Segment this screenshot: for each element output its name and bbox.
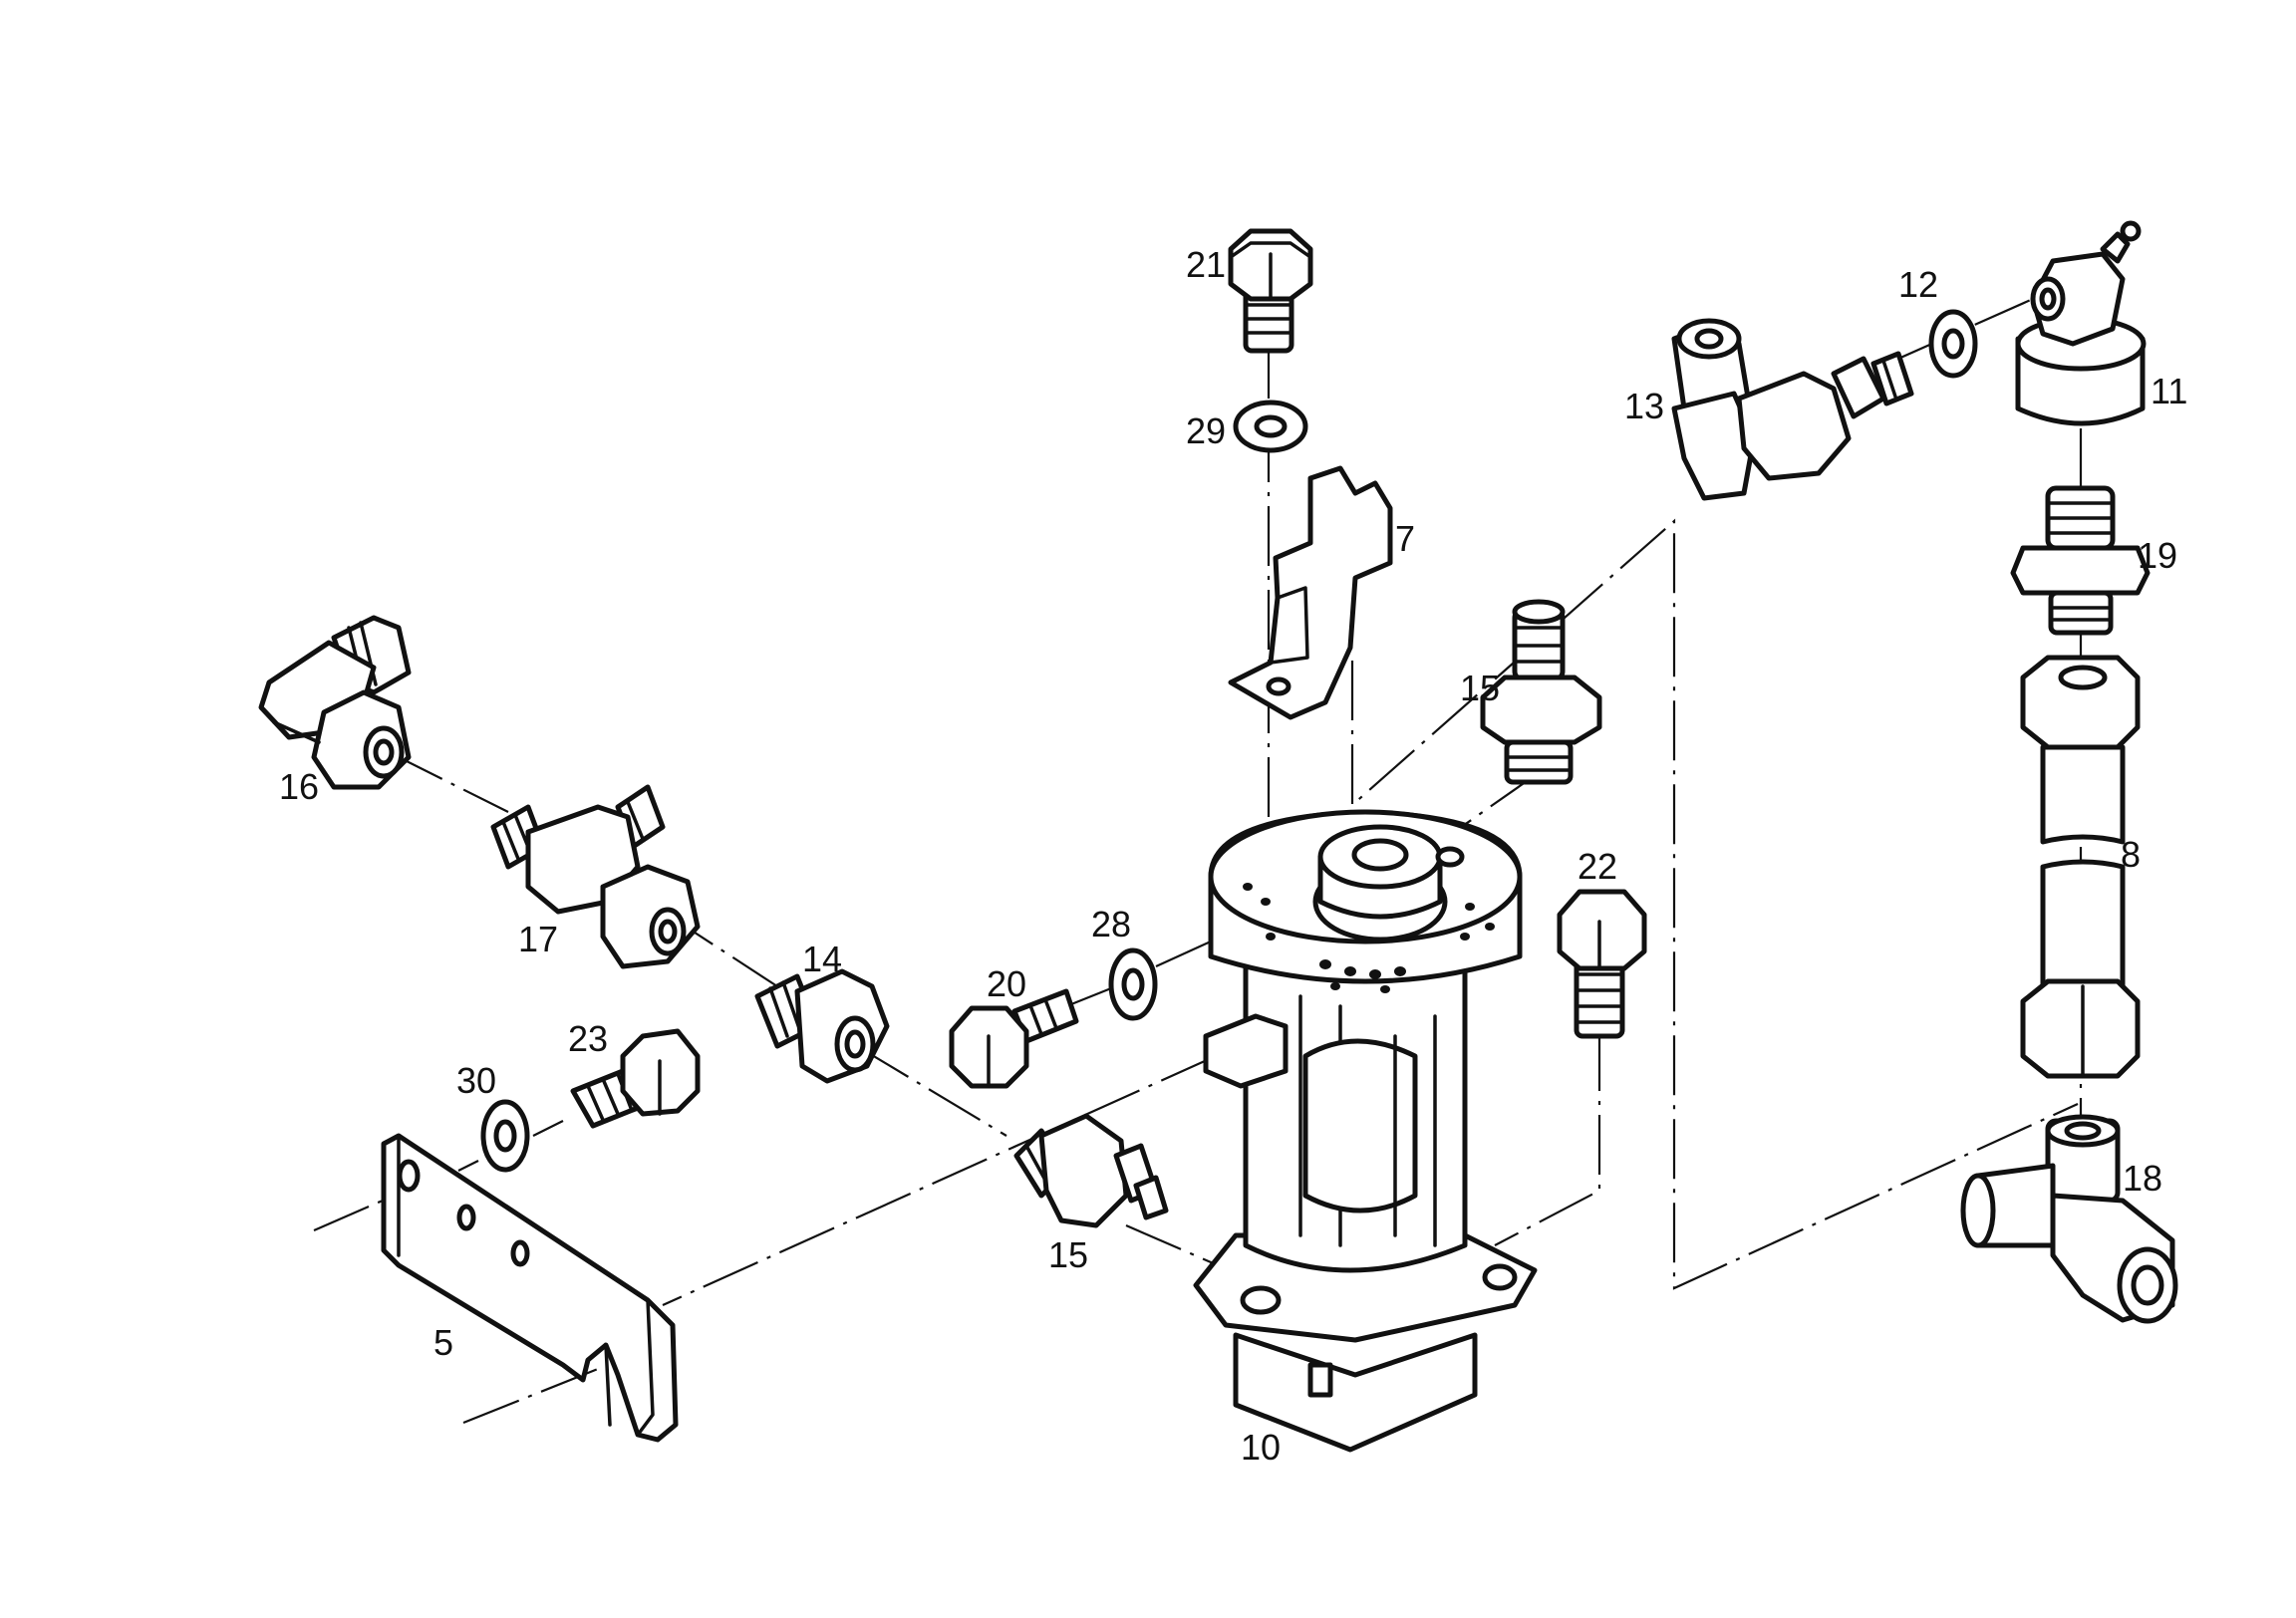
callout-16: 16 — [279, 766, 319, 807]
washer-12-icon — [1928, 309, 1978, 379]
tee-fitting-18-icon — [1960, 1114, 2178, 1324]
callout-17: 17 — [518, 919, 558, 959]
callout-11: 11 — [2151, 371, 2187, 411]
bracket-7-icon — [1228, 465, 1393, 720]
bolt-20-icon — [949, 988, 1079, 1089]
bolt-22-icon — [1557, 889, 1647, 1039]
tee-fitting-17-icon — [490, 784, 701, 969]
bolt-23-icon — [570, 1028, 701, 1129]
callout-13: 13 — [1624, 386, 1664, 426]
washer-30-icon — [480, 1099, 530, 1173]
callout-labels: 21 29 7 15 22 16 17 14 20 28 23 30 15 5 … — [279, 244, 2187, 1468]
pump-body-10-icon — [1193, 809, 1538, 1453]
callout-18: 18 — [2123, 1158, 2162, 1199]
callout-19: 19 — [2138, 535, 2177, 576]
callout-20: 20 — [987, 963, 1026, 1004]
washer-28-icon — [1108, 947, 1158, 1021]
elbow-fitting-16-icon — [258, 615, 412, 790]
fitting-15-upper-icon — [1480, 599, 1602, 785]
callout-5: 5 — [433, 1322, 453, 1363]
washer-29-icon — [1233, 400, 1308, 453]
callout-23: 23 — [568, 1018, 608, 1059]
callout-12: 12 — [1898, 264, 1938, 305]
callout-8: 8 — [2121, 834, 2141, 875]
callout-14: 14 — [802, 939, 842, 979]
callout-28: 28 — [1091, 904, 1131, 944]
mounting-plate-5-icon — [381, 1133, 679, 1443]
callout-21: 21 — [1186, 244, 1226, 285]
callout-7: 7 — [1395, 518, 1415, 559]
elbow-cap-11-icon — [2015, 220, 2147, 426]
callout-29: 29 — [1186, 410, 1226, 451]
adapter-19-icon — [2010, 485, 2151, 636]
callout-22: 22 — [1578, 846, 1617, 887]
callout-10: 10 — [1241, 1427, 1281, 1468]
fitting-15-lower-icon — [1013, 1113, 1169, 1228]
callout-30: 30 — [456, 1060, 496, 1101]
elbow-fitting-13-icon — [1671, 318, 1914, 501]
callout-15-lower: 15 — [1048, 1234, 1088, 1275]
bolt-21-icon — [1228, 228, 1313, 354]
fitting-14-icon — [754, 968, 890, 1084]
callout-15-upper: 15 — [1460, 668, 1500, 708]
hose-8-icon — [2020, 655, 2141, 1079]
